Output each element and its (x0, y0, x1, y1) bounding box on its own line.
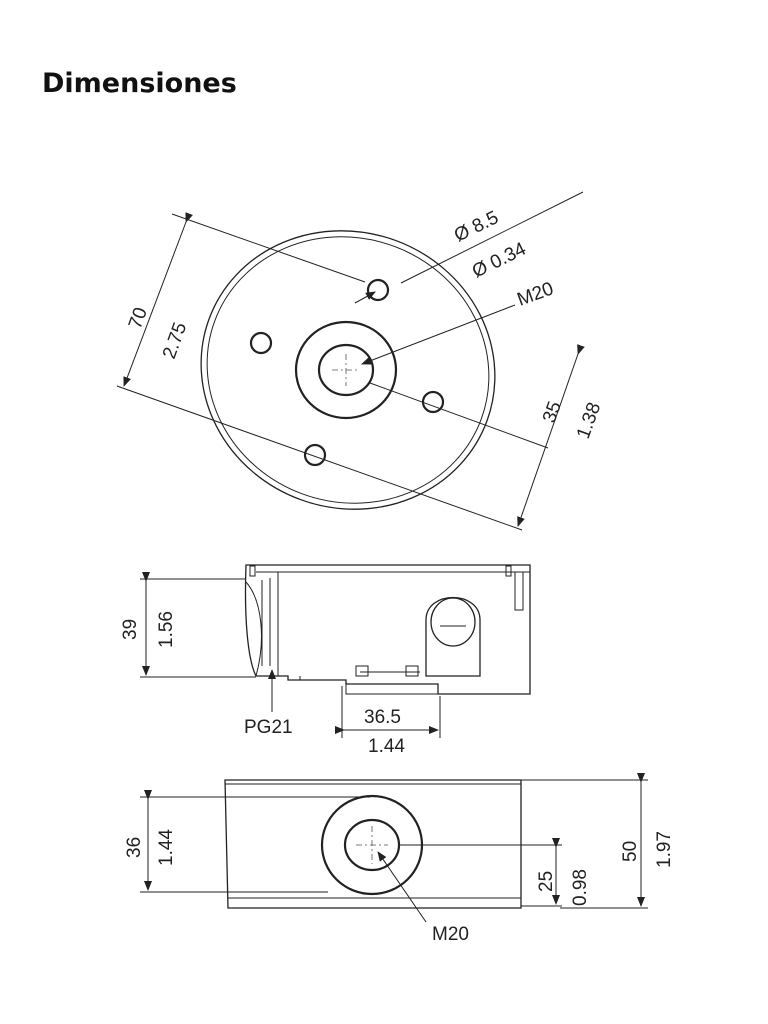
outer-rim (200, 230, 496, 510)
diameter-mm-label: 70 (125, 305, 152, 332)
front-view: 36 1.44 25 0.98 50 1.97 M20 (124, 773, 675, 945)
front-boss-inner (343, 818, 401, 872)
inner-height-in-label: 1.44 (156, 829, 177, 866)
base-width-in-label: 1.44 (368, 736, 405, 757)
center-height-in-label: 0.98 (570, 869, 591, 906)
top-view: 70 2.75 35 1.38 Ø 8.5 Ø 0.34 M20 (116, 191, 605, 531)
total-height-in-label: 1.97 (654, 831, 675, 868)
mounting-hole-left (249, 331, 273, 355)
hole-diameter-in-label: Ø 0.34 (469, 238, 530, 282)
inner-rim (206, 236, 490, 504)
center-boss-inner (317, 343, 375, 397)
height-in-label: 1.56 (156, 611, 177, 648)
inner-height-mm-label: 36 (124, 837, 145, 858)
radius-in-label: 1.38 (573, 400, 605, 442)
center-height-mm-label: 25 (536, 871, 557, 892)
base-width-mm-label: 36.5 (364, 707, 401, 728)
page-title: Dimensiones (42, 68, 237, 99)
fitting-label: PG21 (244, 717, 293, 738)
front-body (224, 779, 522, 909)
mounting-hole-top (366, 278, 390, 302)
radius-mm-label: 35 (539, 399, 566, 426)
total-height-mm-label: 50 (620, 841, 641, 862)
thread-label-front: M20 (432, 924, 469, 945)
center-boss-outer (294, 320, 398, 420)
side-view: 39 1.56 PG21 36.5 1.44 (120, 564, 531, 757)
side-body (244, 564, 531, 695)
hole-diameter-mm-label: Ø 8.5 (451, 207, 502, 246)
diameter-in-label: 2.75 (159, 320, 191, 362)
height-mm-label: 39 (120, 619, 141, 640)
mounting-hole-bottom (303, 443, 327, 467)
thread-label-top: M20 (515, 278, 557, 310)
